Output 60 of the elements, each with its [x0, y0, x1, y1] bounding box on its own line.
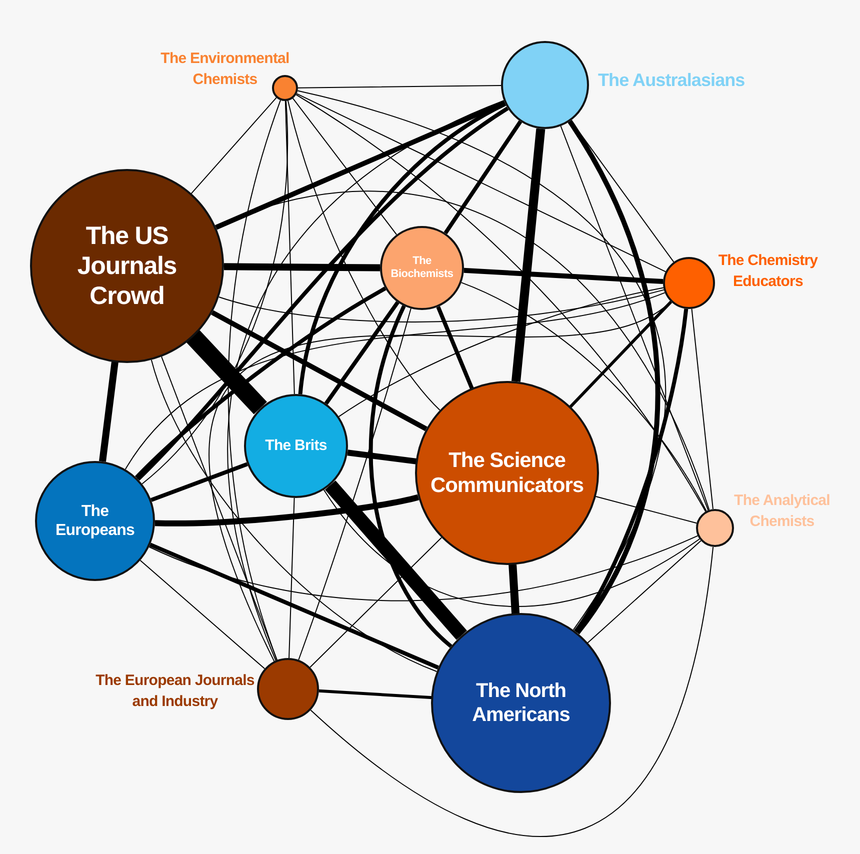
- connection-line: [297, 90, 666, 630]
- connection-line: [224, 263, 380, 272]
- group-label: The Analytical Chemists: [733, 491, 831, 532]
- connection-line: [134, 286, 386, 479]
- connection-line: [444, 120, 522, 234]
- connection-line: [296, 93, 666, 272]
- connection-line: [140, 560, 266, 670]
- connection-line: [292, 98, 398, 236]
- connection-line: [287, 100, 440, 411]
- connection-line: [324, 301, 400, 405]
- node-label: The Biochemists: [390, 254, 454, 282]
- connection-line: [218, 289, 664, 322]
- connection-line: [149, 542, 440, 670]
- connection-line: [324, 480, 467, 640]
- group-label: The Environmental Chemists: [160, 49, 290, 90]
- connection-line: [124, 292, 666, 470]
- connection-line: [560, 126, 709, 511]
- node-label: The Brits: [264, 437, 328, 455]
- connection-line: [136, 106, 509, 481]
- node-label: The Science Communicators: [429, 448, 585, 498]
- connection-line: [161, 356, 278, 661]
- connection-line: [210, 310, 428, 432]
- node-label: The US Journals Crowd: [76, 221, 178, 311]
- connection-line: [142, 100, 288, 484]
- connection-line: [436, 306, 475, 391]
- connection-line: [691, 308, 714, 510]
- connection-line: [298, 85, 502, 88]
- connection-line: [310, 546, 714, 837]
- connection-line: [150, 359, 438, 672]
- connection-line: [310, 537, 442, 668]
- connection-line: [511, 128, 546, 382]
- connection-line: [587, 540, 702, 644]
- connection-line: [369, 305, 452, 648]
- connection-line: [464, 268, 664, 284]
- connection-line: [298, 102, 506, 394]
- node-label: The North Americans: [471, 679, 571, 727]
- connection-line: [228, 100, 504, 661]
- connection-line: [284, 100, 295, 395]
- group-label: The European Journals and Industry: [94, 671, 256, 712]
- connection-line: [209, 301, 672, 662]
- connection-line: [154, 494, 419, 526]
- connection-line: [574, 308, 688, 633]
- connection-line: [323, 489, 700, 608]
- node-label: The Europeans: [54, 502, 136, 540]
- connection-line: [568, 120, 660, 634]
- connection-line: [215, 100, 506, 230]
- connection-line: [570, 300, 672, 408]
- connection-line: [99, 361, 118, 462]
- group-label: The Australasians: [598, 69, 746, 92]
- group-label: The Chemistry Educators: [717, 251, 819, 292]
- connection-line: [214, 190, 710, 510]
- connection-line: [189, 97, 277, 196]
- connection-line: [508, 563, 520, 615]
- connection-line: [298, 308, 412, 660]
- connection-line: [338, 287, 664, 418]
- connection-line: [288, 497, 295, 659]
- connection-line: [460, 282, 707, 512]
- connection-line: [150, 462, 248, 502]
- connection-line: [148, 535, 698, 602]
- connection-line: [318, 689, 432, 700]
